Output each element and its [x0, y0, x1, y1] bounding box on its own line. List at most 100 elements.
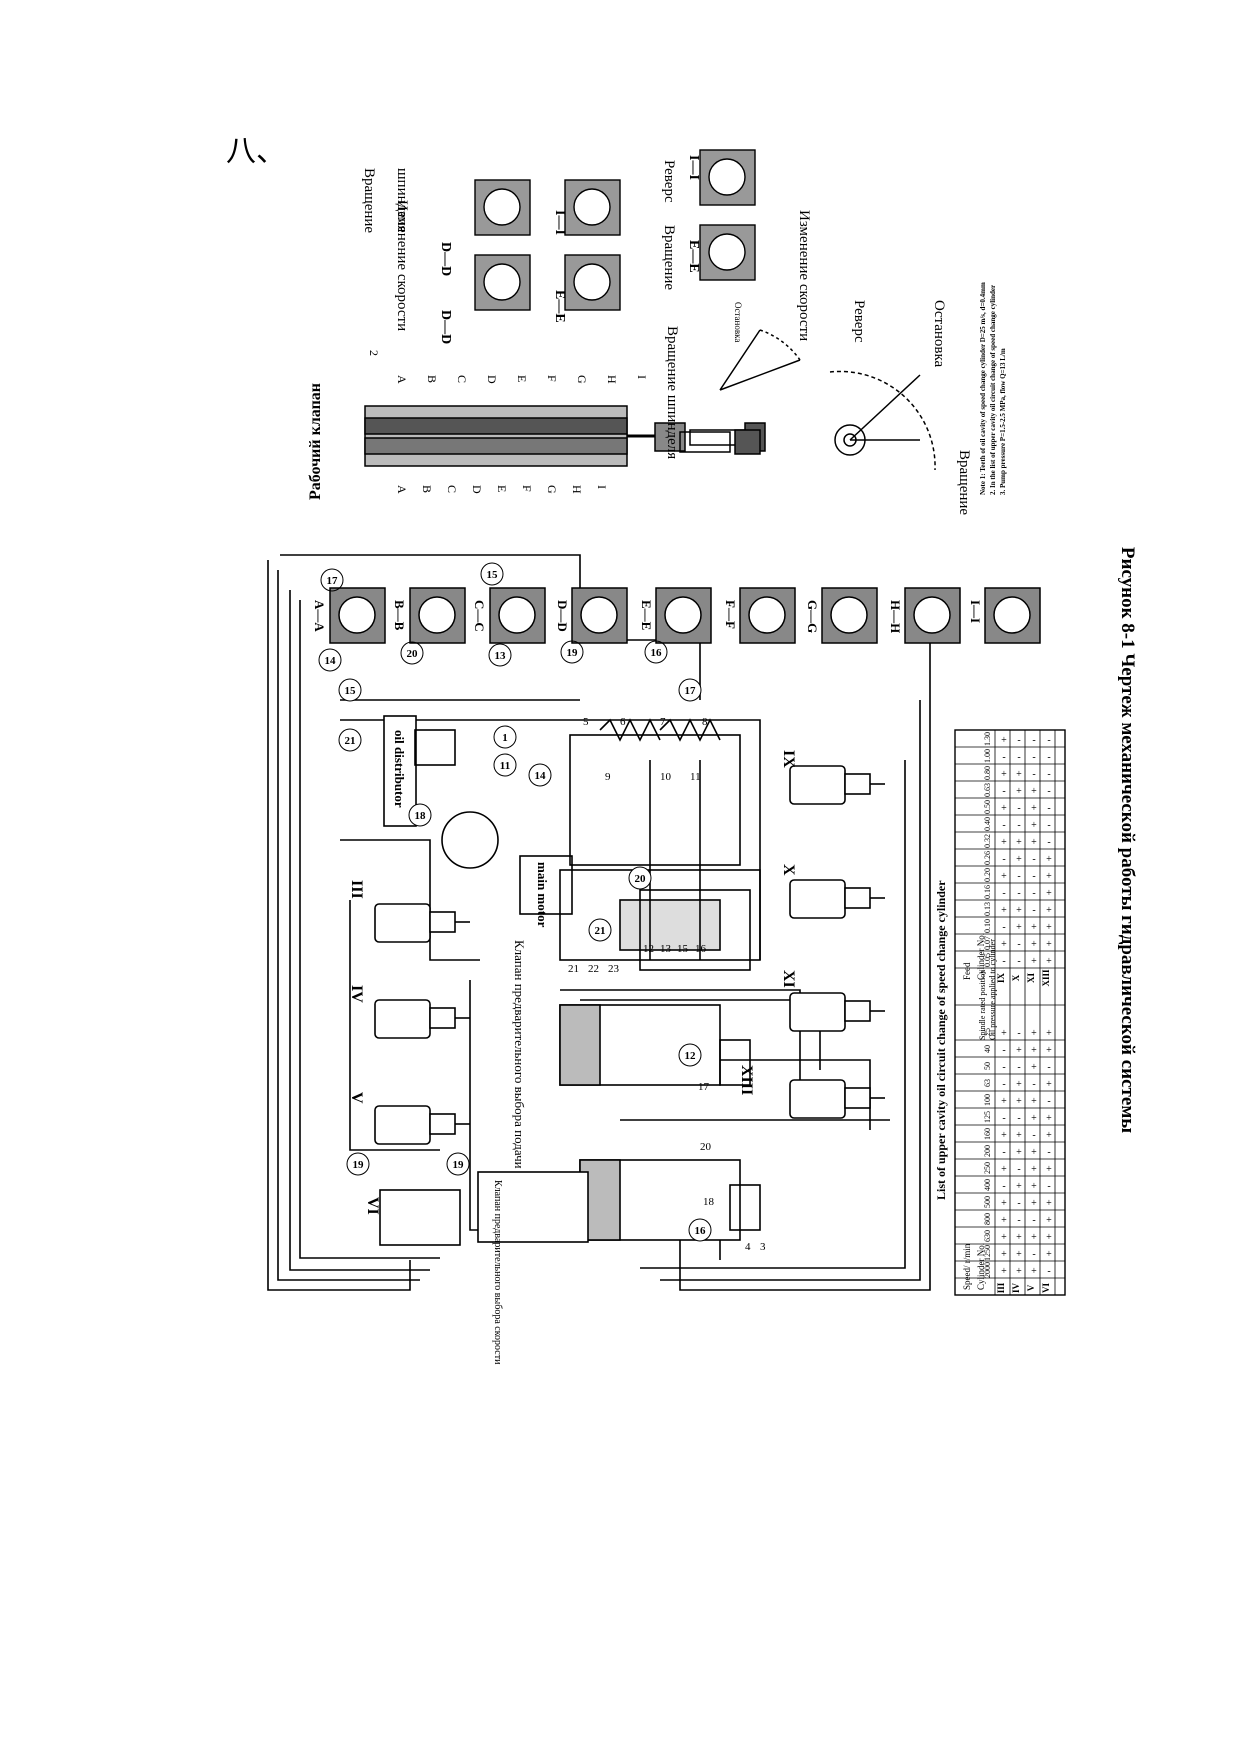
- table-column-feed: 0.50: [983, 800, 992, 814]
- table-column-speed: 500: [983, 1196, 992, 1208]
- table-cell: +: [1001, 1164, 1007, 1175]
- section-label: C—C: [472, 600, 487, 632]
- table-cell: -: [1047, 820, 1050, 831]
- part-number: 8: [702, 716, 708, 728]
- table-cell: +: [1016, 1147, 1022, 1158]
- table-cell: -: [1047, 735, 1050, 746]
- part-number: 5: [583, 716, 589, 728]
- section-D: [571, 587, 628, 644]
- circled-number-ring: [688, 1218, 712, 1242]
- table-left-header: Speed/ r/min: [962, 1243, 972, 1290]
- cylinder-III: [374, 903, 470, 943]
- legend-reverse: Реверс: [661, 160, 677, 203]
- circled-number: 15: [345, 685, 357, 697]
- table-row-cylinder: VI: [1041, 1283, 1051, 1293]
- table-cell: -: [1047, 1181, 1050, 1192]
- valve-section-left: I: [595, 485, 609, 489]
- table-cell: -: [1032, 871, 1035, 882]
- valve-section-right: I: [635, 375, 649, 379]
- circled-number-ring: [528, 763, 552, 787]
- cylinder-label-III: III: [348, 880, 365, 899]
- speed-preselect-valve-label: Клапан предварительного выбора скорости: [492, 1180, 503, 1365]
- part-number: 6: [620, 716, 626, 728]
- table-cell: -: [1032, 888, 1035, 899]
- table-cell: +: [1001, 1232, 1007, 1243]
- table-cell: +: [1001, 837, 1007, 848]
- table-cell: +: [1001, 769, 1007, 780]
- legend-spindle: шпинделя: [394, 168, 410, 232]
- table-cell: +: [1016, 854, 1022, 865]
- working-valve: Рабочий клапан A B C D E F G H I A B C D…: [307, 350, 766, 500]
- circled-number: 18: [415, 810, 427, 822]
- legend-quad: Изменение скорости Вращение шпинделя Рев…: [361, 149, 972, 515]
- table-row-cylinder: III: [996, 1282, 1006, 1293]
- table-cell: +: [1046, 1198, 1052, 1209]
- table-column-speed: 50: [983, 1062, 992, 1070]
- table-cell: -: [1032, 1215, 1035, 1226]
- table-cell: +: [1031, 1147, 1037, 1158]
- table-column-speed: 160: [983, 1128, 992, 1140]
- circled-number: 19: [353, 1159, 365, 1171]
- table-cell: +: [1016, 1181, 1022, 1192]
- table-cell: +: [1016, 1130, 1022, 1141]
- valve-section-left: F: [520, 485, 534, 492]
- table-cell: -: [1047, 786, 1050, 797]
- part-number: 18: [703, 1196, 715, 1208]
- section-H: [904, 587, 961, 644]
- table-cell: -: [1017, 1028, 1020, 1039]
- legend-stop-small: Остановка: [733, 302, 743, 342]
- table-column-feed: 0.26: [983, 851, 992, 865]
- cylinder-label-XI: XI: [780, 970, 797, 988]
- table-cell: -: [1002, 922, 1005, 933]
- valve-section-left: A: [395, 485, 409, 494]
- table-column-speed: 250: [983, 1162, 992, 1174]
- page-heading: 八、: [226, 134, 286, 169]
- cylinder-label-V: V: [348, 1092, 365, 1104]
- table-cell: +: [1031, 1062, 1037, 1073]
- table-column-feed: 0.40: [983, 817, 992, 831]
- section-column: A—A B—B C—C D—D E—E F—F G—G H—H I—I 17 2…: [312, 562, 1041, 665]
- table-column-feed: 0.13: [983, 902, 992, 916]
- table-column-feed: 0.16: [983, 885, 992, 899]
- cylinder-labels: III IV V VI XI X IX XIII: [348, 750, 797, 1215]
- table-cell: -: [1047, 1266, 1050, 1277]
- part-number: 21: [568, 963, 579, 975]
- valve-section-left: E: [495, 485, 509, 492]
- section-label: A—A: [312, 600, 327, 632]
- cylinder-label-IV: IV: [348, 985, 365, 1003]
- table-cell: +: [1031, 1266, 1037, 1277]
- circled-number-ring: [488, 643, 512, 667]
- table-column-feed: 1.00: [983, 749, 992, 763]
- table-cell: -: [1017, 871, 1020, 882]
- cylinder-V: [374, 1105, 470, 1145]
- circled-number: 14: [325, 655, 337, 667]
- table-cell: +: [1016, 1045, 1022, 1056]
- circled-number-ring: [318, 648, 342, 672]
- table-cell: -: [1017, 1198, 1020, 1209]
- note-2: 2. In the list of upper cavity oil circu…: [989, 285, 997, 495]
- table-cell: +: [1016, 786, 1022, 797]
- circled-number: 19: [453, 1159, 465, 1171]
- table-mid-header: Spindle rated position: [978, 970, 987, 1040]
- cylinder-X: [789, 879, 885, 919]
- table-column-speed: 100: [983, 1094, 992, 1106]
- circled-number-ring: [588, 918, 612, 942]
- table-cell: +: [1031, 1198, 1037, 1209]
- table-cell: +: [1046, 1130, 1052, 1141]
- cylinder-IX: [789, 765, 885, 805]
- table-column-feed: 0.80: [983, 766, 992, 780]
- table-cell: -: [1017, 752, 1020, 763]
- table-right-header: Feed: [962, 962, 972, 980]
- table-cell: -: [1032, 769, 1035, 780]
- table-row-cylinder: XI: [1026, 973, 1036, 983]
- table-cell: +: [1001, 905, 1007, 916]
- circled-number-ring: [678, 1043, 702, 1067]
- table-column-speed: 630: [983, 1230, 992, 1242]
- table-cell: +: [1001, 1096, 1007, 1107]
- circled-number-ring: [408, 803, 432, 827]
- table-cell: -: [1032, 854, 1035, 865]
- working-valve-title: Рабочий клапан: [307, 383, 324, 500]
- section-label: G—G: [805, 600, 820, 633]
